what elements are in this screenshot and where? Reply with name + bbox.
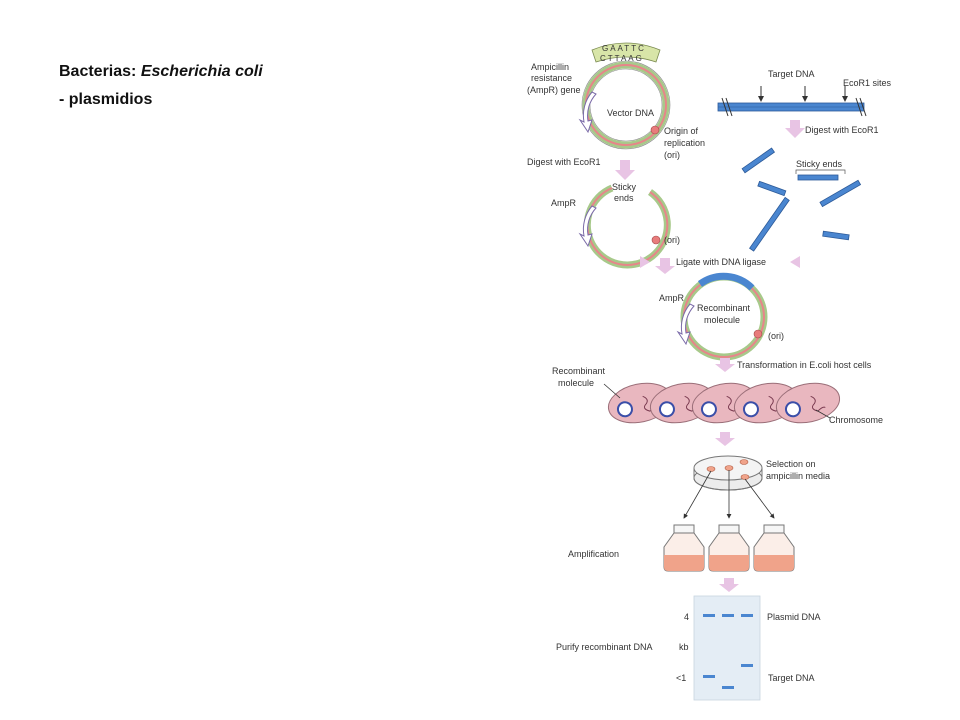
plasmid-dna-label: Plasmid DNA <box>767 612 821 622</box>
flasks <box>663 524 795 572</box>
recombinant-plasmid <box>676 272 768 361</box>
ligate-label: Ligate with DNA ligase <box>676 257 766 267</box>
gel <box>693 595 761 701</box>
origin-label-2: replication <box>664 138 705 148</box>
chromosome-label: Chromosome <box>829 415 883 425</box>
ampr-arrow-icon <box>578 91 597 134</box>
ampr-label-2: AmpR <box>659 293 685 303</box>
ori-dot-3-icon <box>753 329 763 339</box>
purify-label: Purify recombinant DNA <box>556 642 653 652</box>
digest-left-label: Digest with EcoR1 <box>527 157 601 167</box>
recombinant-mol-label-2: molecule <box>704 315 740 325</box>
ecor1-site-box <box>591 42 661 63</box>
arrow-down-icon <box>615 160 635 180</box>
vector-dna-label: Vector DNA <box>607 108 654 118</box>
ori-dot-2-icon <box>651 235 661 245</box>
ligate-arrow-left-icon <box>640 256 650 268</box>
slide-text-block: Bacterias: Escherichia coli - plasmidios <box>59 63 263 119</box>
ecoli-cells <box>607 382 841 424</box>
selection-label-2: ampicillin media <box>766 471 830 481</box>
origin-label-3: (ori) <box>664 150 680 160</box>
recombinant-left-label-2: molecule <box>558 378 594 388</box>
arrow-down-4-icon <box>715 432 735 446</box>
ampr-arrow-3-icon <box>676 303 695 346</box>
selection-label-1: Selection on <box>766 459 816 469</box>
petri-dish <box>693 455 763 491</box>
ori-label-2: (ori) <box>768 331 784 341</box>
slide-bullet: - plasmidios <box>59 91 153 108</box>
vector-plasmid: GAATTC CTTAAG <box>578 42 671 150</box>
sticky-label-2: ends <box>614 193 634 203</box>
gel-lt1-label: <1 <box>676 673 686 683</box>
target-dna-gel-label: Target DNA <box>768 673 815 683</box>
ori-label-1: (ori) <box>664 235 680 245</box>
slide-heading: Bacterias: Escherichia coli <box>59 63 263 81</box>
recombinant-left-label-1: Recombinant <box>552 366 606 376</box>
open-plasmid <box>578 184 671 269</box>
dna-fragments <box>741 147 862 252</box>
amplification-label: Amplification <box>568 549 619 559</box>
ori-dot-icon <box>650 125 660 135</box>
ampicillin-label-1: Ampicillin <box>531 62 569 72</box>
site-bottom-text: CTTAAG <box>600 54 644 63</box>
heading-prefix: Bacterias: <box>59 63 141 80</box>
site-top-text: GAATTC <box>602 44 646 53</box>
digest-right-label: Digest with EcoR1 <box>805 125 879 135</box>
gel-kb-label: kb <box>679 642 689 652</box>
ampr-label-1: AmpR <box>551 198 577 208</box>
origin-label-1: Origin of <box>664 126 699 136</box>
ecor1-sites-label: EcoR1 sites <box>843 78 892 88</box>
arrow-down-5-icon <box>719 578 739 592</box>
transformation-label: Transformation in E.coli host cells <box>737 360 872 370</box>
recombinant-mol-label-1: Recombinant <box>697 303 751 313</box>
target-dna-label: Target DNA <box>768 69 815 79</box>
ligate-arrow-down-icon <box>655 258 675 274</box>
ampicillin-label-3: (AmpR) gene <box>527 85 581 95</box>
ampr-arrow-2-icon <box>578 205 597 248</box>
arrow-down-3-icon <box>715 358 735 372</box>
arrow-down-right-icon <box>785 120 805 138</box>
ampicillin-label-2: resistance <box>531 73 572 83</box>
gel-4-label: 4 <box>684 612 689 622</box>
sticky-ends-right-label: Sticky ends <box>796 159 843 169</box>
sticky-label-1: Sticky <box>612 182 637 192</box>
ligate-arrow-right-icon <box>790 256 800 268</box>
heading-species: Escherichia coli <box>140 63 263 80</box>
target-dna <box>717 86 867 117</box>
